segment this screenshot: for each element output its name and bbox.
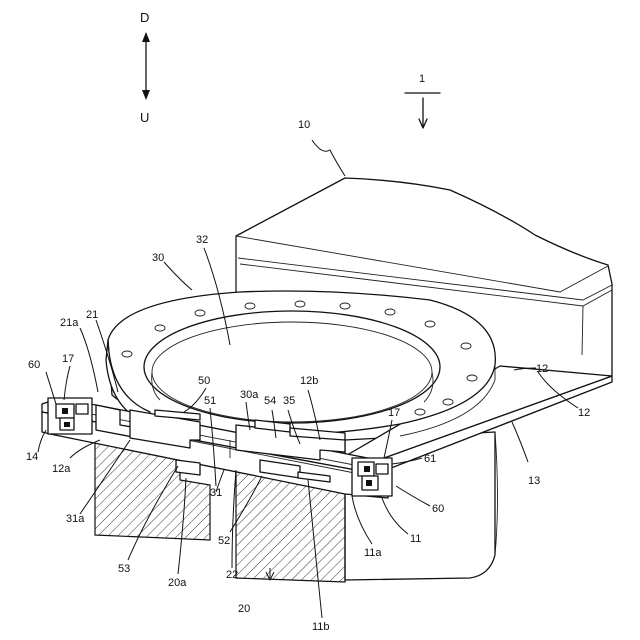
label-17-right: 17 <box>388 407 400 419</box>
label-20a: 20a <box>168 577 187 589</box>
label-13: 13 <box>528 475 540 487</box>
label-12b: 12b <box>300 375 318 387</box>
seal-block-right <box>352 458 392 496</box>
view-reference: 1 <box>405 73 440 128</box>
label-21: 21 <box>86 309 98 321</box>
label-32: 32 <box>196 234 208 246</box>
direction-down-label: U <box>140 110 149 125</box>
label-20: 20 <box>238 603 250 615</box>
label-31a: 31a <box>66 513 85 525</box>
label-60-left: 60 <box>28 359 40 371</box>
label-53: 53 <box>118 563 130 575</box>
label-21a: 21a <box>60 317 79 329</box>
label-12: 12 <box>536 363 548 375</box>
seal-block-left <box>48 398 92 434</box>
label-11: 11 <box>410 533 421 545</box>
label-54: 54 <box>264 395 276 407</box>
label-52: 52 <box>218 535 230 547</box>
label-51: 51 <box>204 395 216 407</box>
label-10: 10 <box>298 119 310 131</box>
label-17-left: 17 <box>62 353 74 365</box>
label-12-right: 12 <box>578 407 590 419</box>
direction-indicator: D U <box>140 10 150 125</box>
view-ref-label: 1 <box>419 73 425 85</box>
arrow-head-down-icon <box>142 90 150 100</box>
label-11a: 11a <box>364 547 382 559</box>
label-35: 35 <box>283 395 295 407</box>
arrow-head-up-icon <box>142 32 150 42</box>
label-12a: 12a <box>52 463 71 475</box>
label-30a: 30a <box>240 389 259 401</box>
label-50: 50 <box>198 375 210 387</box>
label-11b: 11b <box>312 621 330 633</box>
label-30: 30 <box>152 252 164 264</box>
label-31: 31 <box>210 487 222 499</box>
label-60-right: 60 <box>432 503 444 515</box>
label-14: 14 <box>26 451 38 463</box>
label-61: 61 <box>424 453 436 465</box>
label-22: 22 <box>226 569 238 581</box>
direction-up-label: D <box>140 10 149 25</box>
